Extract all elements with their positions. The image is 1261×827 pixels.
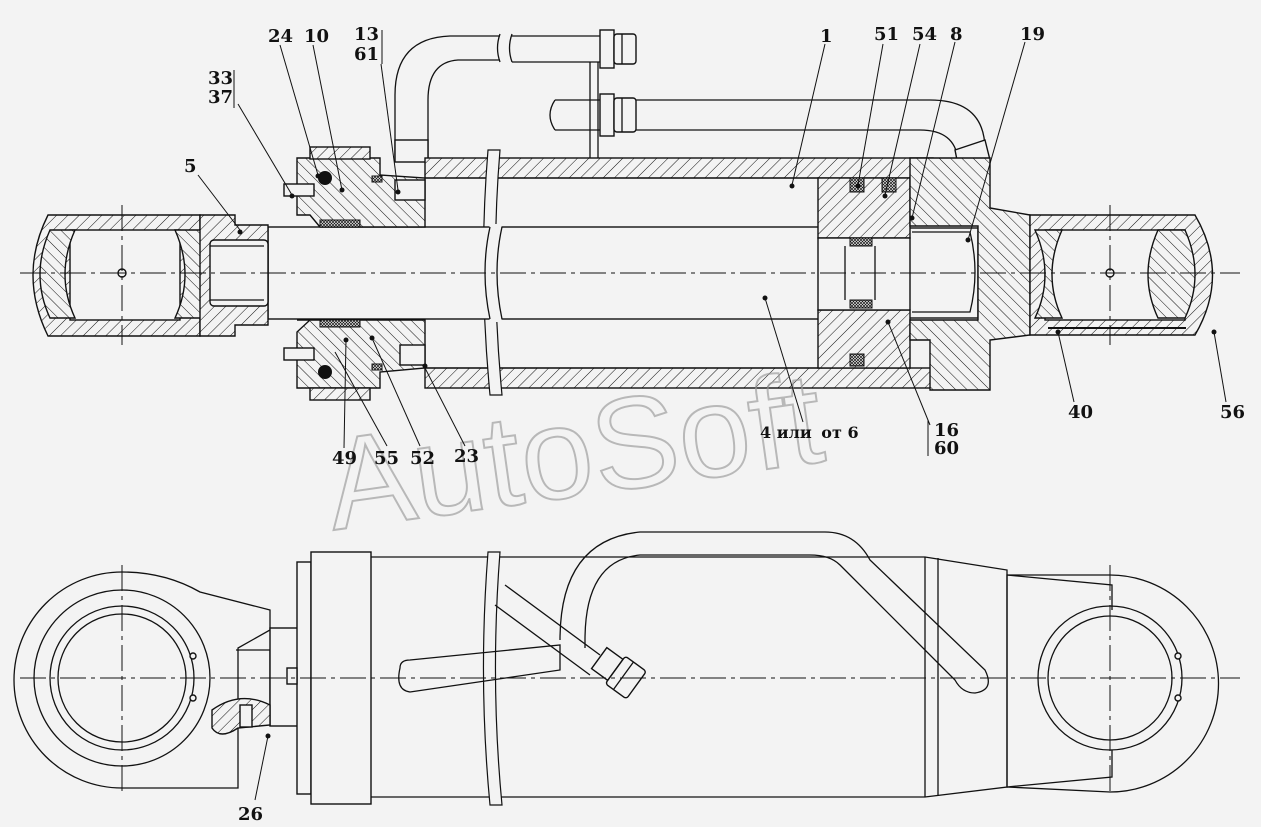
lower-pipe bbox=[549, 62, 991, 166]
callout-23: 23 bbox=[454, 446, 479, 467]
leader-lines bbox=[197, 30, 1227, 801]
note-main: 4 или bbox=[760, 423, 812, 442]
callout-40: 40 bbox=[1068, 402, 1093, 423]
callout-24: 24 bbox=[268, 26, 293, 47]
note-4-or-6: 4 или от 6 bbox=[760, 423, 859, 442]
callout-52: 52 bbox=[410, 448, 435, 469]
note-alt: от 6 bbox=[821, 423, 858, 442]
callout-49: 49 bbox=[332, 448, 357, 469]
callout-51: 51 bbox=[874, 24, 899, 45]
callout-56: 56 bbox=[1220, 402, 1245, 423]
callout-10: 10 bbox=[304, 26, 329, 47]
callout-19: 19 bbox=[1020, 24, 1045, 45]
callout-26: 26 bbox=[238, 804, 263, 825]
callout-33: 33 bbox=[208, 68, 233, 89]
callout-61: 61 bbox=[354, 44, 379, 65]
callout-labels: 5 24 10 13 61 33 37 1 51 54 8 19 49 55 5… bbox=[184, 24, 1245, 825]
callout-1: 1 bbox=[820, 26, 833, 47]
callout-37: 37 bbox=[208, 87, 233, 108]
rear-end-cap bbox=[909, 157, 1031, 391]
callout-55: 55 bbox=[374, 448, 399, 469]
barrel-top-wall bbox=[424, 157, 934, 179]
callout-16: 16 bbox=[934, 420, 959, 441]
upper-pipe bbox=[394, 29, 637, 163]
callout-5: 5 bbox=[184, 156, 197, 177]
exterior-view bbox=[13, 531, 1240, 806]
leader-dots bbox=[237, 173, 1217, 739]
rod-eye-left bbox=[32, 214, 269, 337]
sectional-view bbox=[20, 29, 1240, 401]
callout-54: 54 bbox=[912, 24, 937, 45]
callout-8: 8 bbox=[950, 24, 963, 45]
callout-13: 13 bbox=[354, 24, 379, 45]
callout-60: 60 bbox=[934, 438, 959, 459]
cylinder-eye-right bbox=[1029, 214, 1214, 336]
